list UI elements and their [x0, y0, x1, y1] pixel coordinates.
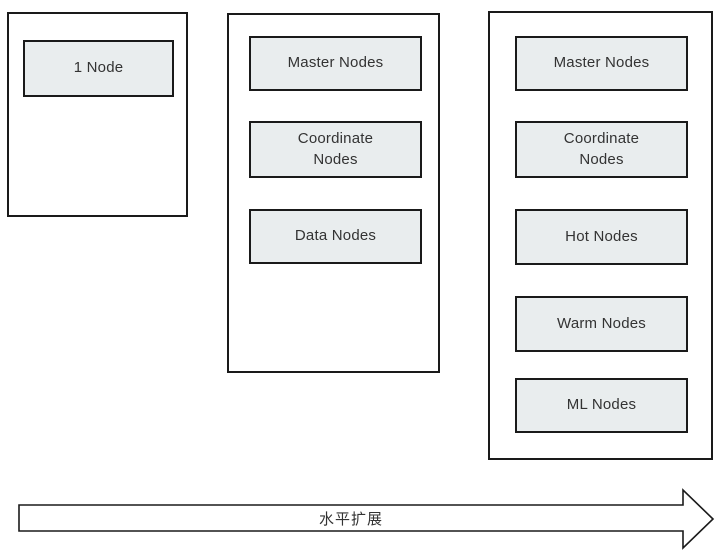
node-box-master-nodes-mid[interactable]: Master Nodes [249, 36, 422, 91]
node-box-hot-nodes[interactable]: Hot Nodes [515, 209, 688, 265]
group-tiered-cluster [488, 11, 713, 460]
node-box-coordinate-nodes-right[interactable]: Coordinate Nodes [515, 121, 688, 178]
node-box-warm-nodes[interactable]: Warm Nodes [515, 296, 688, 352]
node-box-ml-nodes[interactable]: ML Nodes [515, 378, 688, 433]
arrow-right-icon [18, 488, 715, 550]
group-role-split-cluster [227, 13, 440, 373]
group-single-node-cluster [7, 12, 188, 217]
node-box-master-nodes-right[interactable]: Master Nodes [515, 36, 688, 91]
horizontal-scaling-arrow [0, 483, 723, 559]
node-box-data-nodes-mid[interactable]: Data Nodes [249, 209, 422, 264]
node-box-coordinate-nodes-mid[interactable]: Coordinate Nodes [249, 121, 422, 178]
node-box-1-node[interactable]: 1 Node [23, 40, 174, 97]
